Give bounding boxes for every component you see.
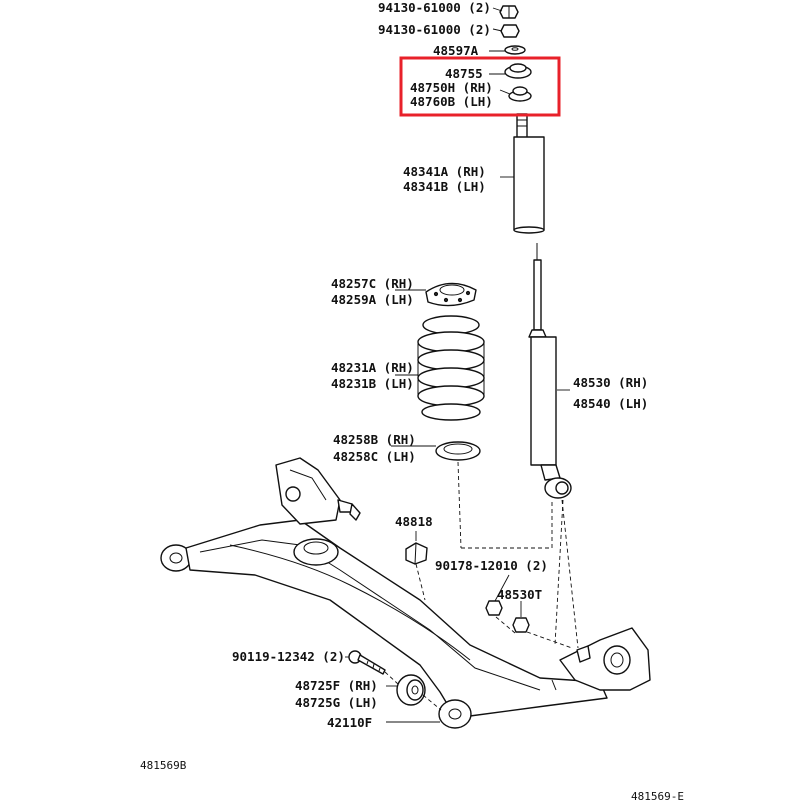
spring-seat-lower-48258	[435, 441, 481, 461]
label-48725f: 48725F (RH)	[295, 678, 378, 693]
nut-48530t	[512, 617, 530, 633]
washer-48597a	[504, 45, 526, 55]
label-48258c: 48258C (LH)	[333, 449, 416, 464]
coil-spring-48231	[417, 315, 485, 421]
top-nut-2	[500, 24, 520, 38]
label-48597a: 48597A	[433, 43, 479, 58]
label-48750h: 48750H (RH)	[410, 80, 493, 95]
label-90178: 90178-12010 (2)	[435, 558, 548, 573]
diagram-number-right: 481569-E	[631, 790, 684, 800]
leader-lines	[345, 7, 570, 723]
label-48755: 48755	[445, 66, 483, 81]
cushion-48750-48760	[508, 86, 532, 102]
dust-cover-48341	[513, 113, 545, 234]
label-94130-b: 94130-61000 (2)	[378, 22, 491, 37]
label-42110f: 42110F	[327, 715, 372, 730]
highlight-box	[399, 56, 561, 117]
cushion-48755	[504, 63, 532, 79]
label-48259a: 48259A (LH)	[331, 292, 414, 307]
label-48231b: 48231B (LH)	[331, 376, 414, 391]
shock-absorber-48530	[528, 243, 572, 499]
bolt-90119	[348, 650, 386, 675]
label-48530t: 48530T	[497, 587, 542, 602]
part-labels: 94130-61000 (2) 94130-61000 (2) 48597A 4…	[232, 0, 648, 730]
label-48257c: 48257C (RH)	[331, 276, 414, 291]
label-90119: 90119-12342 (2)	[232, 649, 345, 664]
label-48231a: 48231A (RH)	[331, 360, 414, 375]
label-48760b: 48760B (LH)	[410, 94, 493, 109]
assembly-guide-lines	[384, 461, 579, 711]
label-48540: 48540 (LH)	[573, 396, 648, 411]
rear-axle-beam-42110f	[160, 457, 651, 729]
bushing-48725	[396, 674, 426, 706]
label-48341b: 48341B (LH)	[403, 179, 486, 194]
label-48341a: 48341A (RH)	[403, 164, 486, 179]
label-48530: 48530 (RH)	[573, 375, 648, 390]
label-48258b: 48258B (RH)	[333, 432, 416, 447]
label-48725g: 48725G (LH)	[295, 695, 378, 710]
nut-90178	[485, 600, 503, 616]
spring-seat-upper-48257	[425, 282, 477, 307]
label-94130-a: 94130-61000 (2)	[378, 0, 491, 15]
bump-stopper-48818	[405, 542, 428, 565]
top-nut-1	[499, 5, 519, 19]
diagram-number-left: 481569B	[140, 759, 187, 772]
label-48818: 48818	[395, 514, 433, 529]
